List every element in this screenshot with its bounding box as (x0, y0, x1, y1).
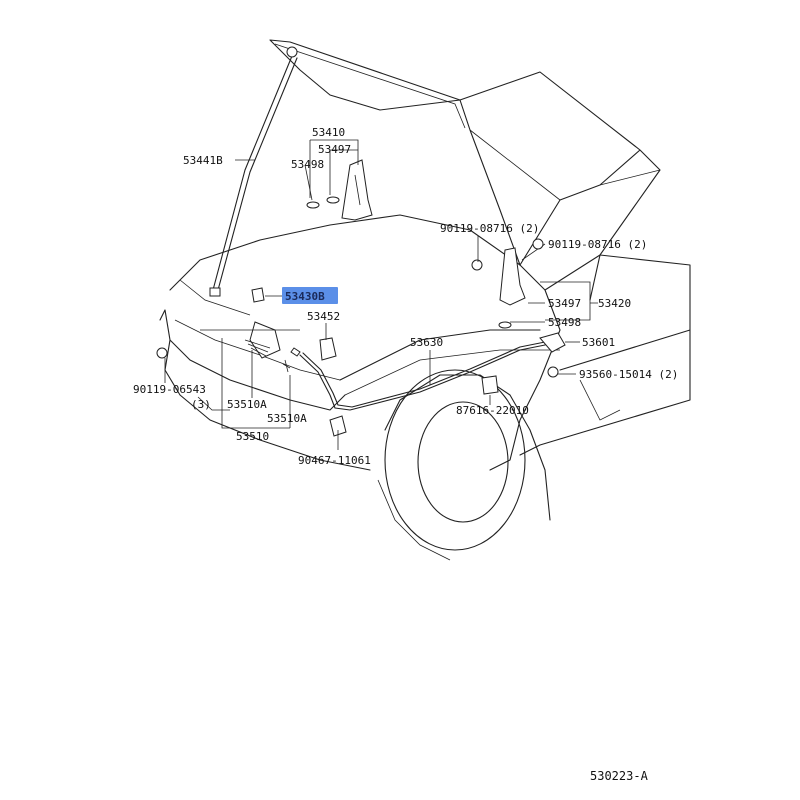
front-fender (169, 214, 561, 471)
callout-53441B[interactable]: 53441B (183, 154, 223, 167)
diagram-id: 530223-A (590, 769, 649, 783)
hood-lock-assembly (156, 287, 347, 437)
callout-90119-06543-qty: (3) (191, 398, 211, 411)
callout-53420[interactable]: 53420 (598, 297, 631, 310)
callout-53498-top[interactable]: 53498 (291, 158, 324, 171)
callout-53430B[interactable]: 53430B (285, 290, 325, 303)
callout-53510[interactable]: 53510 (236, 430, 269, 443)
wheel-rim (417, 401, 509, 523)
callout-53510A-right[interactable]: 53510A (267, 412, 307, 425)
callout-87616-22010[interactable]: 87616-22010 (456, 404, 529, 417)
callout-53410[interactable]: 53410 (312, 126, 345, 139)
fender-lip (339, 329, 541, 381)
windshield-frame (459, 71, 661, 291)
callout-90119-08716-b[interactable]: 90119-08716 (2) (548, 238, 647, 251)
callout-93560-15014[interactable]: 93560-15014 (2) (579, 368, 678, 381)
callout-53601[interactable]: 53601 (582, 336, 615, 349)
callout-90467-11061[interactable]: 90467-11061 (298, 454, 371, 467)
front-wheel (384, 369, 526, 551)
callout-labels: 53410 53497 53441B 53498 90119-08716 (2)… (133, 126, 678, 467)
hood-hinge-upper (306, 159, 373, 221)
callout-53630[interactable]: 53630 (410, 336, 443, 349)
wheel-arch (384, 374, 551, 521)
callout-53510A-left[interactable]: 53510A (227, 398, 267, 411)
hood-hinge-right (471, 247, 526, 329)
selected-part-highlight (282, 287, 338, 304)
callout-53498-right[interactable]: 53498 (548, 316, 581, 329)
callout-53497-right[interactable]: 53497 (548, 297, 581, 310)
hood-release-cable (299, 332, 566, 411)
leader-lines (164, 139, 598, 450)
hood-support-rod (209, 46, 298, 297)
callout-53452[interactable]: 53452 (307, 310, 340, 323)
bolt-symbol-b (532, 238, 544, 250)
door-outline (519, 254, 691, 456)
callout-53497-top[interactable]: 53497 (318, 143, 351, 156)
callout-90119-06543[interactable]: 90119-06543 (133, 383, 206, 396)
callout-90119-08716-a[interactable]: 90119-08716 (2) (440, 222, 539, 235)
